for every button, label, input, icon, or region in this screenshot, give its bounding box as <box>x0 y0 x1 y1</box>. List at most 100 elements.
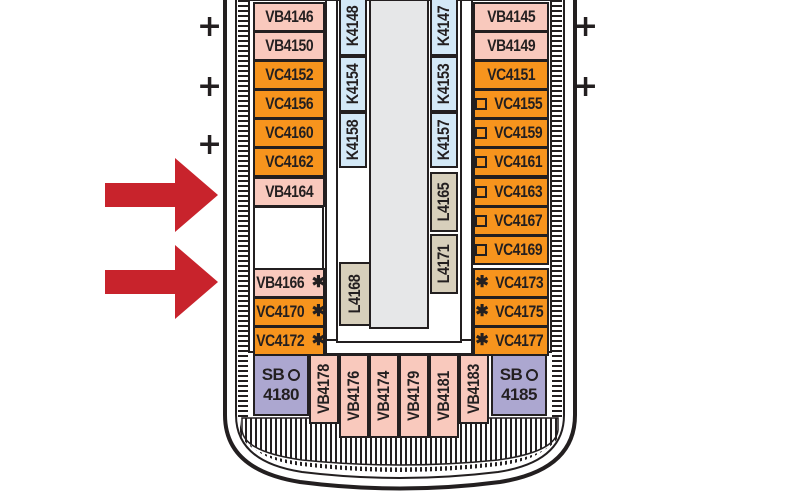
cabin-number: K4158 <box>343 119 363 161</box>
cabin-vb4176[interactable]: VB4176 <box>339 354 369 438</box>
cabin-vc4160[interactable]: VC4160 <box>253 118 325 148</box>
cabin-vc4167[interactable]: VC4167 <box>473 206 549 236</box>
cabin-number: VC4155 <box>493 94 542 113</box>
corridor-left <box>325 0 338 349</box>
cabin-number: VC4151 <box>487 65 535 84</box>
cabin-number: K4157 <box>434 119 454 161</box>
cabin-vc4173[interactable]: ✱ VC4173 <box>473 268 549 298</box>
cabin-number: VC4173 <box>495 273 544 292</box>
cabin-k4147[interactable]: K4147 <box>430 0 458 56</box>
suite-prefix-row: SB <box>500 365 539 385</box>
accessible-icon: ✱ <box>475 303 489 320</box>
cabin-number: VC4169 <box>493 240 542 259</box>
cabin-vb4145[interactable]: VB4145 <box>473 2 549 32</box>
connecting-door-icon <box>475 186 487 198</box>
accessible-icon: ✱ <box>311 303 325 320</box>
arrow-2 <box>105 245 218 319</box>
cabin-number: L4168 <box>345 274 365 314</box>
empty-bay <box>253 206 324 270</box>
cabin-number: K4147 <box>434 5 454 47</box>
cabin-number: VC4152 <box>265 65 313 84</box>
cabin-vc4169[interactable]: VC4169 <box>473 235 549 265</box>
cabin-number: VB4179 <box>404 371 423 421</box>
suite-prefix: SB <box>499 365 523 384</box>
cabin-vc4163[interactable]: VC4163 <box>473 177 549 207</box>
cabin-number: VB4164 <box>265 182 313 201</box>
accessible-icon: ✱ <box>311 332 325 349</box>
cabin-vb4150[interactable]: VB4150 <box>253 31 325 61</box>
cabin-vc4177[interactable]: ✱VC4177 <box>473 326 549 356</box>
cabin-number: VC4159 <box>493 123 542 142</box>
cabin-number: VB4176 <box>344 371 363 421</box>
right-railing <box>552 0 562 420</box>
cabin-vc4151[interactable]: VC4151 <box>473 60 549 90</box>
suite-number: 4180 <box>263 385 299 404</box>
cabin-number: K4153 <box>434 63 454 105</box>
cabin-vc4159[interactable]: VC4159 <box>473 118 549 148</box>
cabin-vc4172[interactable]: VC4172 ✱ <box>253 326 325 356</box>
cabin-vb4181[interactable]: VB4181 <box>429 354 459 438</box>
circle-icon <box>526 369 539 381</box>
cabin-k4154[interactable]: K4154 <box>339 56 367 112</box>
cabin-l4165[interactable]: L4165 <box>430 172 458 232</box>
accessible-icon: ✱ <box>475 274 489 291</box>
plus-marker-4: + <box>573 9 599 44</box>
connecting-door-icon <box>475 127 487 139</box>
cabin-number: VC4163 <box>493 182 542 201</box>
left-railing <box>238 0 248 420</box>
cabin-k4148[interactable]: K4148 <box>339 0 367 56</box>
cabin-vc4162[interactable]: VC4162 <box>253 147 325 177</box>
cabin-vb4178[interactable]: VB4178 <box>309 354 339 424</box>
cabin-k4158[interactable]: K4158 <box>339 112 367 168</box>
cabin-vb4149[interactable]: VB4149 <box>473 31 549 61</box>
cabin-vb4174[interactable]: VB4174 <box>369 354 399 438</box>
cabin-number: VB4166 <box>256 273 305 292</box>
cabin-vb4164[interactable]: VB4164 <box>253 177 325 207</box>
cabin-vc4152[interactable]: VC4152 <box>253 60 325 90</box>
cabin-vc4155[interactable]: VC4155 <box>473 89 549 119</box>
circle-icon <box>288 369 301 381</box>
hull-inner-line <box>235 0 565 479</box>
cabin-number: K4148 <box>343 5 363 47</box>
plus-marker-3: + <box>197 127 223 162</box>
cabin-number: VB4150 <box>265 36 313 55</box>
cabin-l4171[interactable]: L4171 <box>430 234 458 294</box>
cabin-vb4166[interactable]: VB4166 ✱ <box>253 268 325 298</box>
cabin-vc4156[interactable]: VC4156 <box>253 89 325 119</box>
central-core <box>369 0 429 329</box>
plus-marker-1: + <box>197 9 223 44</box>
accessible-icon: ✱ <box>311 274 325 291</box>
cabin-number: VC4170 <box>256 302 305 321</box>
cabin-vc4170[interactable]: VC4170 ✱ <box>253 297 325 327</box>
cabin-number: VB4174 <box>374 371 393 421</box>
cabin-number: VC4156 <box>265 94 313 113</box>
cabin-l4168[interactable]: L4168 <box>339 262 371 326</box>
cabin-vb4183[interactable]: VB4183 <box>459 354 489 424</box>
cabin-vc4161[interactable]: VC4161 <box>473 147 549 177</box>
cabin-k4157[interactable]: K4157 <box>430 112 458 168</box>
suite-number: 4185 <box>501 385 537 404</box>
cabin-vb4179[interactable]: VB4179 <box>399 354 429 438</box>
cabin-number: VC4161 <box>493 152 542 171</box>
suite-prefix-row: SB <box>262 365 301 385</box>
cabin-vc4175[interactable]: ✱VC4175 <box>473 297 549 327</box>
plus-marker-5: + <box>573 69 599 104</box>
cabin-number: VB4149 <box>487 36 535 55</box>
cabin-vb4146[interactable]: VB4146 <box>253 2 325 32</box>
connecting-door-icon <box>475 244 487 256</box>
cabin-number: VB4178 <box>314 364 333 414</box>
hull-outline <box>223 0 577 491</box>
corridor-right <box>460 0 473 349</box>
cabin-number: VC4162 <box>265 152 313 171</box>
cabin-number: K4154 <box>343 63 363 105</box>
cabin-number: L4165 <box>434 182 454 222</box>
connecting-door-icon <box>475 215 487 227</box>
connecting-door-icon <box>475 156 487 168</box>
cabin-number: VC4172 <box>256 331 305 350</box>
plus-marker-2: + <box>197 69 223 104</box>
cabin-k4153[interactable]: K4153 <box>430 56 458 112</box>
suite-prefix: SB <box>261 365 285 384</box>
cabin-number: VB4181 <box>434 371 453 421</box>
